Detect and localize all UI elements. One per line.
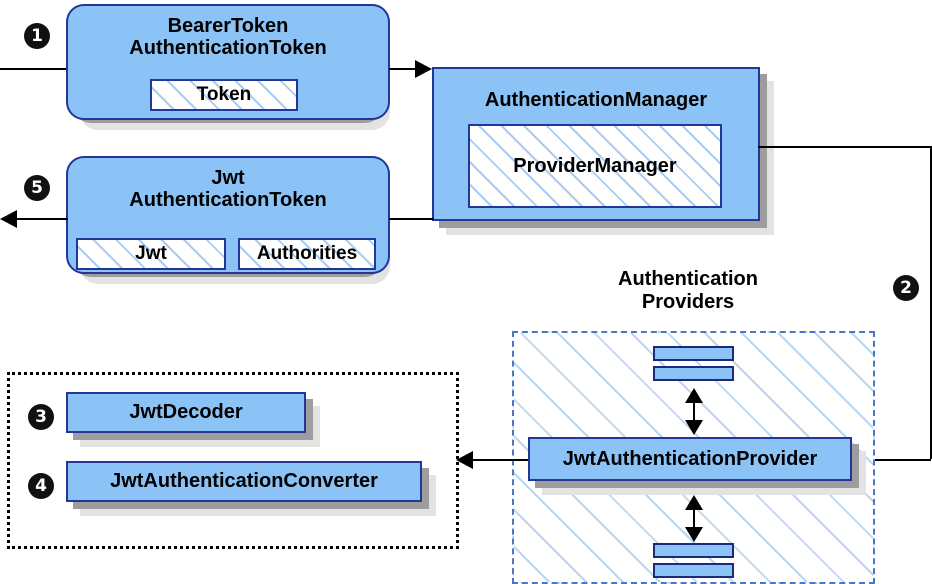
- node-jwt-authentication-converter[interactable]: JwtAuthenticationConverter: [66, 461, 422, 502]
- connector-manager-to-jwt-token: [389, 218, 434, 220]
- provider-top-arrow-up: [685, 388, 703, 403]
- step-marker-5: 5: [24, 175, 50, 201]
- step-marker-3: 3: [28, 404, 54, 430]
- bearer-token-title-line1: BearerToken: [167, 15, 289, 37]
- step-marker-4-number: 4: [35, 475, 47, 496]
- provider-stack-top-bar-1: [653, 346, 734, 361]
- jwt-decoder-label: JwtDecoder: [129, 401, 243, 424]
- jwt-token-title-line2: AuthenticationToken: [129, 189, 327, 212]
- provider-manager-label: ProviderManager: [513, 154, 677, 177]
- step-marker-2: 2: [893, 275, 919, 301]
- authentication-providers-caption-line1: Authentication: [618, 268, 758, 290]
- connector-right-vertical-segment: [930, 146, 932, 459]
- authentication-manager-inner-provider-manager: ProviderManager: [468, 124, 722, 208]
- provider-top-arrow-shaft: [693, 396, 695, 422]
- authentication-manager-title: AuthenticationManager: [484, 89, 708, 111]
- connector-incoming-request: [0, 68, 66, 70]
- bearer-token-title-line2: AuthenticationToken: [129, 37, 327, 60]
- connector-outgoing-response-arrowhead: [0, 210, 17, 228]
- jwt-token-inner-authorities-label: Authorities: [256, 243, 358, 264]
- jwt-authentication-provider-label: JwtAuthenticationProvider: [562, 447, 818, 470]
- provider-bottom-arrow-shaft: [693, 503, 695, 529]
- jwt-support-container: [7, 372, 459, 549]
- jwt-token-title-line1: Jwt: [211, 167, 245, 189]
- provider-bottom-arrow-up: [685, 495, 703, 510]
- step-marker-5-number: 5: [31, 177, 43, 198]
- provider-stack-top-bar-2: [653, 366, 734, 381]
- connector-provider-to-support-arrowhead: [456, 451, 473, 469]
- provider-stack-bottom-bar-2: [653, 563, 734, 578]
- step-marker-1-number: 1: [31, 25, 43, 46]
- authentication-providers-caption-line2: Providers: [641, 291, 735, 313]
- provider-stack-bottom-bar-1: [653, 543, 734, 558]
- connector-bearer-to-manager-arrowhead: [415, 60, 432, 78]
- jwt-token-inner-authorities: Authorities: [238, 238, 376, 270]
- connector-bearer-to-manager: [389, 68, 423, 70]
- provider-bottom-arrow-down: [685, 527, 703, 542]
- jwt-token-inner-jwt: Jwt: [76, 238, 226, 270]
- connector-manager-right-segment: [758, 146, 931, 148]
- authentication-providers-caption: Authentication Providers: [560, 268, 816, 314]
- jwt-token-inner-jwt-label: Jwt: [135, 243, 167, 264]
- connector-provider-to-support: [473, 459, 528, 461]
- step-marker-1: 1: [24, 23, 50, 49]
- node-jwt-decoder[interactable]: JwtDecoder: [66, 392, 306, 433]
- node-jwt-authentication-provider[interactable]: JwtAuthenticationProvider: [528, 437, 852, 481]
- jwt-authentication-converter-label: JwtAuthenticationConverter: [110, 470, 378, 493]
- step-marker-3-number: 3: [35, 406, 47, 427]
- bearer-token-inner-token: Token: [150, 79, 298, 111]
- connector-into-provider-segment: [875, 459, 931, 461]
- bearer-token-inner-token-label: Token: [196, 84, 252, 105]
- connector-outgoing-response: [14, 218, 68, 220]
- provider-top-arrow-down: [685, 420, 703, 435]
- step-marker-2-number: 2: [900, 277, 912, 298]
- step-marker-4: 4: [28, 473, 54, 499]
